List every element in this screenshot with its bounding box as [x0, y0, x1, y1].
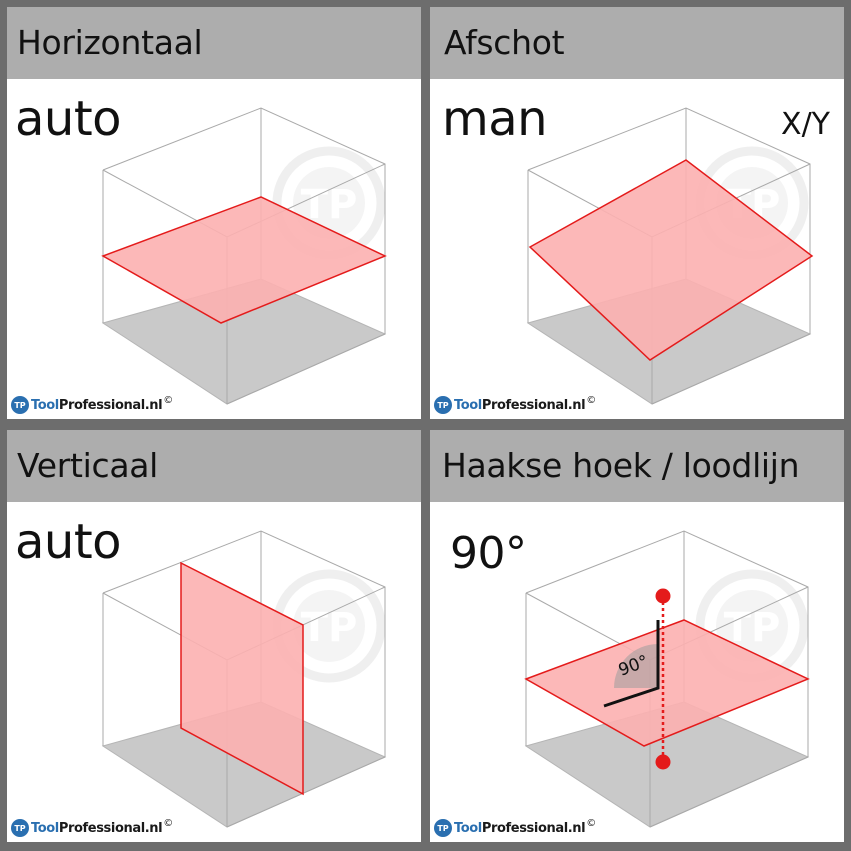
mode-label: man	[442, 91, 548, 147]
laser-plane	[528, 159, 814, 361]
brand-tool: Tool	[454, 820, 482, 836]
copyright-icon: ©	[163, 817, 174, 829]
mode-label: auto	[15, 514, 122, 570]
panel-header: Haakse hoek / loodlijn	[430, 430, 844, 502]
tp-logo-icon: TP	[11, 396, 29, 414]
laser-plane	[524, 619, 810, 747]
panel-title: Verticaal	[17, 446, 159, 485]
brand-tool: Tool	[454, 397, 482, 413]
brand-logo: TP ToolProfessional.nl ©	[11, 818, 173, 838]
panel-title: Horizontaal	[17, 23, 203, 62]
brand-professional: Professional.nl	[481, 820, 586, 836]
laser-plane	[180, 561, 304, 796]
panel-slope: Afschot man X/Y TP TP ToolProfessional.n…	[430, 7, 844, 419]
brand-logo: TP ToolProfessional.nl ©	[434, 395, 596, 415]
brand-professional: Professional.nl	[481, 397, 586, 413]
tp-logo-icon: TP	[434, 396, 452, 414]
mode-label: 90°	[450, 528, 527, 579]
panel-header: Horizontaal	[7, 7, 421, 79]
copyright-icon: ©	[163, 394, 174, 406]
plumb-point-bottom	[655, 754, 671, 770]
plumb-point-top	[655, 588, 671, 604]
panel-vertical: Verticaal auto TP TP ToolProfessional.nl…	[7, 430, 421, 842]
panel-right-angle: Haakse hoek / loodlijn 90° TP 90° TP Too…	[430, 430, 844, 842]
cube-diagram: TP	[101, 530, 387, 828]
panel-title: Haakse hoek / loodlijn	[442, 446, 800, 485]
cube-diagram: TP 90°	[524, 530, 810, 828]
panel-title: Afschot	[444, 23, 565, 62]
laser-plane	[101, 196, 387, 324]
cube-diagram: TP	[101, 107, 387, 405]
brand-professional: Professional.nl	[58, 397, 163, 413]
angle-arc	[614, 644, 658, 688]
mode-label: auto	[15, 91, 122, 147]
copyright-icon: ©	[586, 394, 597, 406]
panel-horizontal: Horizontaal auto TP TP ToolProfessional.…	[7, 7, 421, 419]
brand-tool: Tool	[31, 397, 59, 413]
copyright-icon: ©	[586, 817, 597, 829]
tp-logo-icon: TP	[11, 819, 29, 837]
brand-logo: TP ToolProfessional.nl ©	[11, 395, 173, 415]
panel-header: Afschot	[430, 7, 844, 79]
cube-diagram: TP	[526, 107, 814, 405]
tp-logo-icon: TP	[434, 819, 452, 837]
watermark-text: TP	[301, 605, 358, 651]
right-angle-marker	[603, 620, 660, 708]
brand-logo: TP ToolProfessional.nl ©	[434, 818, 596, 838]
brand-tool: Tool	[31, 820, 59, 836]
axis-label: X/Y	[781, 107, 830, 142]
brand-professional: Professional.nl	[58, 820, 163, 836]
panel-header: Verticaal	[7, 430, 421, 502]
